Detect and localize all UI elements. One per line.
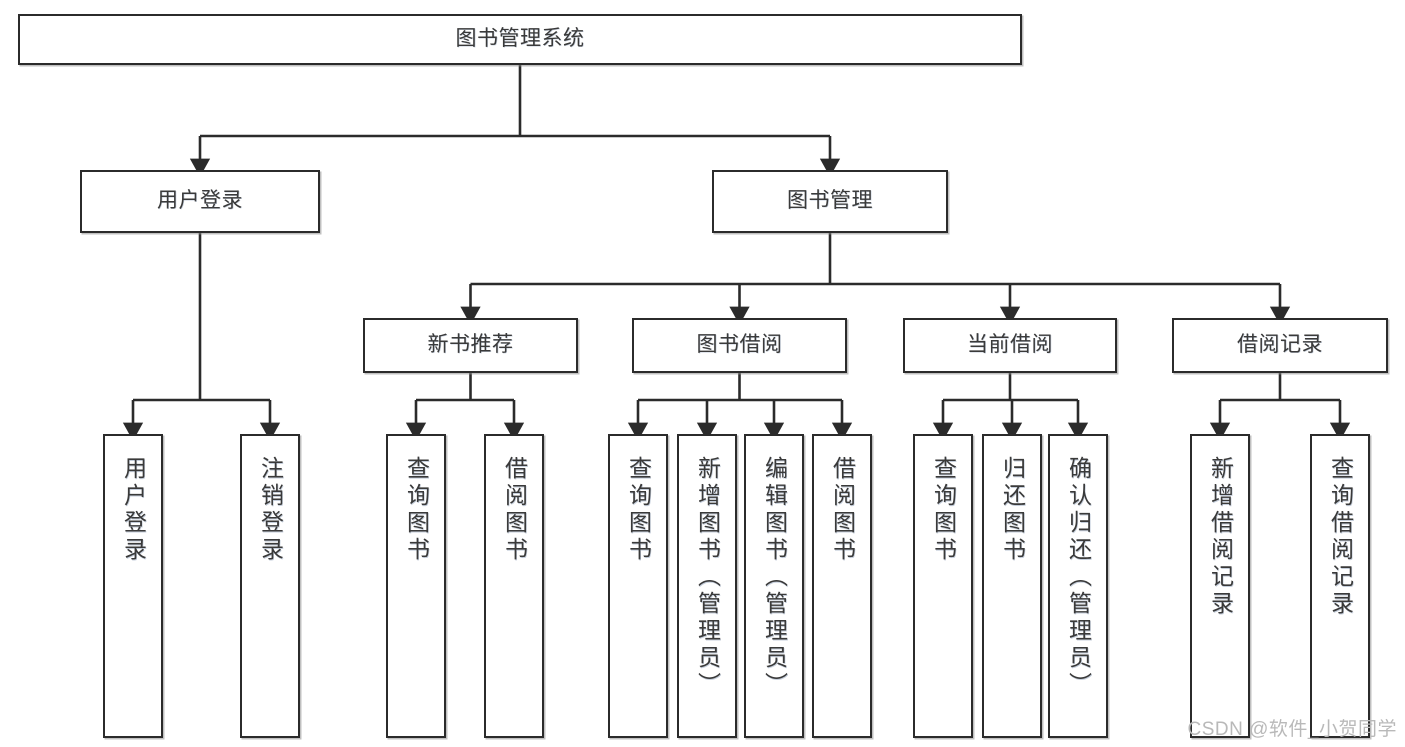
node-current[interactable]: 当前借阅 (903, 318, 1117, 373)
node-label-leaf12: 新增借阅记录 (1207, 456, 1234, 618)
node-label-current: 当前借阅 (967, 333, 1053, 357)
node-label-leaf7: 编辑图书（管理员） (761, 456, 788, 699)
node-leaf2[interactable]: 注销登录 (240, 434, 300, 738)
node-label-leaf8: 借阅图书 (829, 456, 856, 564)
node-leaf5[interactable]: 查询图书 (608, 434, 668, 738)
node-bookmgmt[interactable]: 图书管理 (712, 170, 948, 233)
node-label-bookmgmt: 图书管理 (787, 189, 873, 213)
node-label-leaf4: 借阅图书 (501, 456, 528, 564)
node-label-login: 用户登录 (157, 189, 243, 213)
node-label-newrec: 新书推荐 (427, 333, 514, 357)
node-label-leaf11: 确认归还（管理员） (1065, 456, 1092, 699)
node-borrow[interactable]: 图书借阅 (632, 318, 847, 373)
node-label-leaf5: 查询图书 (625, 456, 652, 564)
node-label-leaf13: 查询借阅记录 (1327, 456, 1354, 618)
watermark-text: CSDN @软件_小贺同学 (1187, 719, 1397, 740)
node-label-leaf2: 注销登录 (257, 456, 284, 564)
node-label-leaf1: 用户登录 (120, 456, 147, 564)
node-leaf9[interactable]: 查询图书 (913, 434, 973, 738)
node-label-leaf9: 查询图书 (930, 456, 957, 564)
node-label-leaf6: 新增图书（管理员） (694, 456, 721, 699)
node-leaf4[interactable]: 借阅图书 (484, 434, 544, 738)
node-leaf11[interactable]: 确认归还（管理员） (1048, 434, 1108, 738)
node-leaf3[interactable]: 查询图书 (386, 434, 446, 738)
node-records[interactable]: 借阅记录 (1172, 318, 1388, 373)
node-label-root: 图书管理系统 (455, 27, 585, 51)
node-label-borrow: 图书借阅 (696, 333, 783, 357)
node-label-records: 借阅记录 (1237, 333, 1323, 357)
node-label-leaf10: 归还图书 (999, 456, 1026, 564)
node-leaf6[interactable]: 新增图书（管理员） (677, 434, 737, 738)
node-label-leaf3: 查询图书 (403, 456, 430, 564)
node-newrec[interactable]: 新书推荐 (363, 318, 578, 373)
node-leaf7[interactable]: 编辑图书（管理员） (744, 434, 804, 738)
node-leaf8[interactable]: 借阅图书 (812, 434, 872, 738)
node-root[interactable]: 图书管理系统 (18, 14, 1022, 65)
node-login[interactable]: 用户登录 (80, 170, 320, 233)
node-leaf12[interactable]: 新增借阅记录 (1190, 434, 1250, 738)
node-leaf13[interactable]: 查询借阅记录 (1310, 434, 1370, 738)
node-leaf1[interactable]: 用户登录 (103, 434, 163, 738)
node-leaf10[interactable]: 归还图书 (982, 434, 1042, 738)
